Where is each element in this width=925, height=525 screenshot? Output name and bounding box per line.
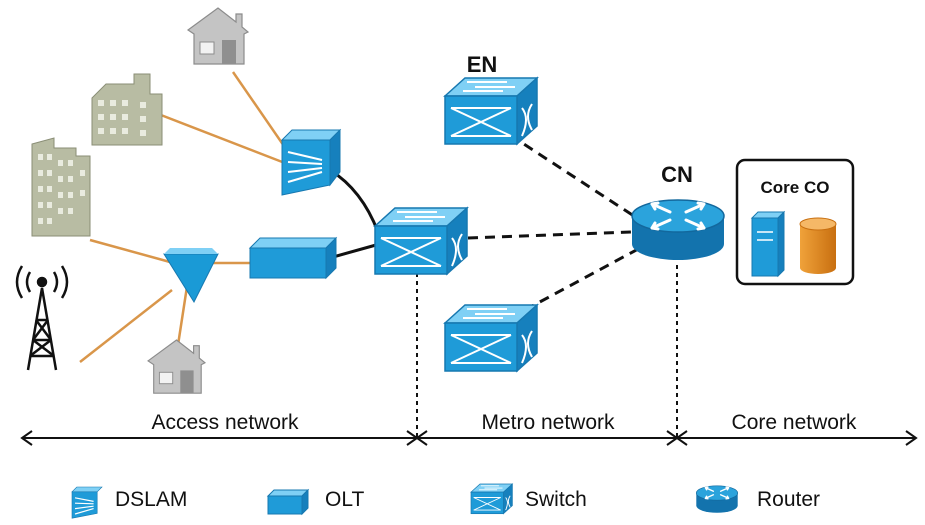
legend-switch-label: Switch: [525, 488, 587, 511]
segment-dividers: [416, 265, 678, 438]
legend-switch-icon: [470, 483, 513, 515]
edge-node-switch: [444, 77, 538, 145]
legend-router-icon: [695, 485, 739, 514]
core-network-label: Core network: [732, 411, 857, 434]
edge-node-label: EN: [467, 52, 498, 77]
aggregation-links: [329, 168, 380, 259]
legend-olt-icon: [266, 488, 310, 516]
core-node-label: CN: [661, 162, 693, 187]
building-small-icon: [91, 73, 163, 146]
server-icon: [750, 210, 786, 278]
legend-olt-label: OLT: [325, 488, 364, 511]
splitter-icon: [163, 248, 219, 304]
aggregation-switch: [374, 207, 468, 275]
access-network-label: Access network: [151, 411, 299, 434]
legend-dslam-icon: [71, 486, 103, 519]
segment-axis: [20, 430, 918, 446]
metro-network-label: Metro network: [481, 411, 615, 434]
core-co-label: Core CO: [761, 178, 830, 197]
metro-switch: [444, 304, 538, 372]
olt-device: [248, 236, 338, 280]
core-router: [630, 198, 726, 262]
legend-router-label: Router: [757, 488, 820, 511]
core-co-box: [735, 158, 855, 286]
storage-icon: [799, 217, 837, 274]
cell-tower-icon: [15, 265, 69, 371]
house-top-icon: [187, 7, 249, 65]
building-tall-icon: [31, 137, 91, 237]
metro-links: [467, 133, 641, 320]
dslam-device: [280, 128, 342, 196]
legend-dslam-label: DSLAM: [115, 488, 187, 511]
legend: DSLAM OLT Switch Router: [71, 483, 820, 519]
house-bottom-icon: [147, 339, 206, 394]
